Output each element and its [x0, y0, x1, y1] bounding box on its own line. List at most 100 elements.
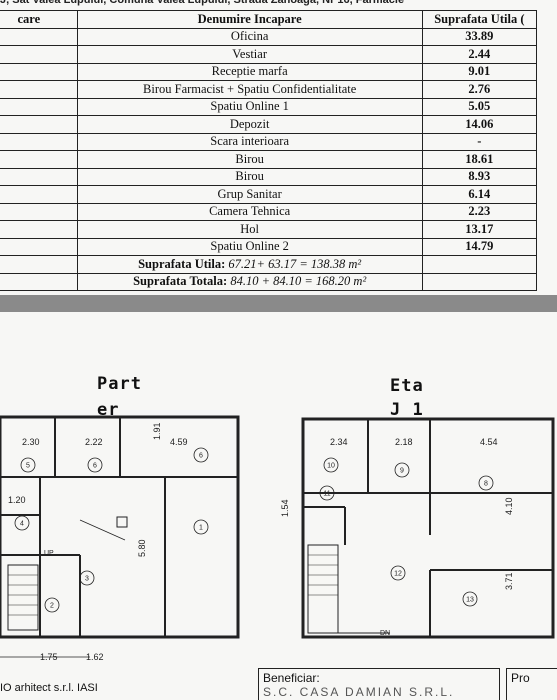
beneficiar-label: Beneficiar: [263, 671, 320, 685]
room-name: Grup Sanitar [76, 185, 423, 204]
ground-room-number: 4 [20, 521, 24, 528]
room-area: 5.05 [421, 97, 538, 116]
room-name: Birou [76, 150, 423, 169]
project-label: Pro [511, 671, 530, 685]
col-header-area: Suprafata Utila ( [421, 10, 538, 29]
room-area: 2.76 [421, 80, 538, 99]
upper-room-number-marker [390, 565, 406, 581]
upper-dimension: 1.54 [280, 499, 290, 517]
table-header-row: care Denumire Incapare Suprafata Utila ( [0, 10, 538, 29]
room-area: 18.61 [421, 150, 538, 169]
util-label: Suprafata Utila: [138, 256, 226, 271]
ground-room-number-marker [20, 457, 36, 473]
room-name: Vestiar [76, 45, 423, 64]
col-header-name: Denumire Incapare [76, 10, 423, 29]
upper-room-number: 10 [327, 463, 335, 470]
room-area: 2.44 [421, 45, 538, 64]
upper-room-number-marker [323, 457, 339, 473]
room-name: Spatiu Online 2 [76, 237, 423, 256]
room-area: 14.79 [421, 237, 538, 256]
upper-room-number: 12 [394, 571, 402, 578]
ground-room-number-marker [79, 570, 95, 586]
room-name: Birou Farmacist + Spatiu Confidentialita… [76, 80, 423, 99]
room-name: Scara interioara [76, 132, 423, 151]
upper-dimension: 2.18 [395, 437, 413, 447]
ground-room-number: 6 [199, 453, 203, 460]
ground-dimension: 1.62 [86, 652, 104, 662]
total-label: Suprafata Totala: [133, 274, 228, 289]
ground-dimension: 1.20 [8, 495, 26, 505]
rooms-table: care Denumire Incapare Suprafata Utila (… [0, 10, 538, 291]
upper-room-number: 11 [323, 491, 330, 498]
ground-room-number: 6 [93, 463, 97, 470]
separator-bar [0, 295, 557, 312]
upper-dimension: 3.71 [504, 572, 514, 590]
upper-floor-plan [301, 417, 555, 639]
table-row: Birou Farmacist + Spatiu Confidentialita… [0, 80, 538, 99]
ground-room-number: 3 [85, 576, 89, 583]
upper-floor-title-1: Eta [390, 376, 424, 396]
ground-room-number: 5 [26, 463, 30, 470]
room-name: Receptie marfa [76, 62, 423, 81]
title-block: IO arhitect s.r.l. IASI Beneficiar: S.C.… [0, 668, 557, 700]
col-header-index: care [0, 10, 78, 29]
ground-dimension: 4.59 [170, 437, 188, 447]
room-area: 8.93 [421, 167, 538, 186]
util-row: Suprafata Utila: 67.21+ 63.17 = 138.38 m… [0, 255, 538, 274]
upper-room-number: 8 [484, 481, 488, 488]
room-name: Camera Tehnica [76, 202, 423, 221]
ground-dimension: 2.22 [85, 437, 103, 447]
upper-dimension: 4.54 [480, 437, 498, 447]
upper-dimension: 2.34 [330, 437, 348, 447]
ground-dimension: 2.30 [22, 437, 40, 447]
room-name: Hol [76, 220, 423, 239]
upper-room-number-marker [478, 475, 494, 491]
ground-dimension: 1.91 [152, 422, 162, 440]
room-name: Spatiu Online 1 [76, 97, 423, 116]
ground-room-number: 1 [199, 525, 203, 532]
upper-room-number: 13 [466, 597, 474, 604]
room-area: 9.01 [421, 62, 538, 81]
upper-room-number-marker [394, 462, 410, 478]
room-name: Oficina [76, 27, 423, 46]
ground-floor-plan [0, 415, 240, 658]
total-value: 84.10 + 84.10 = 168.20 m² [230, 274, 367, 289]
ground-floor-title-2: er [97, 400, 120, 420]
room-area: 33.89 [421, 27, 538, 46]
ground-room-number-marker [193, 519, 209, 535]
beneficiar-value: S.C. CASA DAMIAN S.R.L. [263, 685, 455, 699]
room-area: 2.23 [421, 202, 538, 221]
document-header-line: J, Sat Valea Lupului, Comuna Valea Lupul… [0, 0, 405, 6]
room-name: Depozit [76, 115, 423, 134]
project-box: Pro [506, 668, 557, 700]
ground-dimension: 5.80 [137, 539, 147, 557]
ground-room-number-marker [44, 597, 60, 613]
ground-stair-label: UP [44, 550, 54, 557]
upper-room-number-marker [462, 591, 478, 607]
room-area: 14.06 [421, 115, 538, 134]
beneficiar-box: Beneficiar: S.C. CASA DAMIAN S.R.L. [258, 668, 500, 700]
room-area: - [421, 132, 538, 151]
upper-dimension: 4.10 [504, 497, 514, 515]
util-value: 67.21+ 63.17 = 138.38 m² [228, 256, 362, 271]
upper-floor-title-2: J 1 [390, 400, 424, 420]
ground-dimension: 1.75 [40, 652, 58, 662]
ground-room-number: 2 [50, 603, 54, 610]
upper-room-number: 9 [400, 468, 404, 475]
ground-room-number-marker [193, 447, 209, 463]
upper-stair-label: DN [380, 630, 390, 637]
table-row: Scara interioara- [0, 132, 538, 151]
